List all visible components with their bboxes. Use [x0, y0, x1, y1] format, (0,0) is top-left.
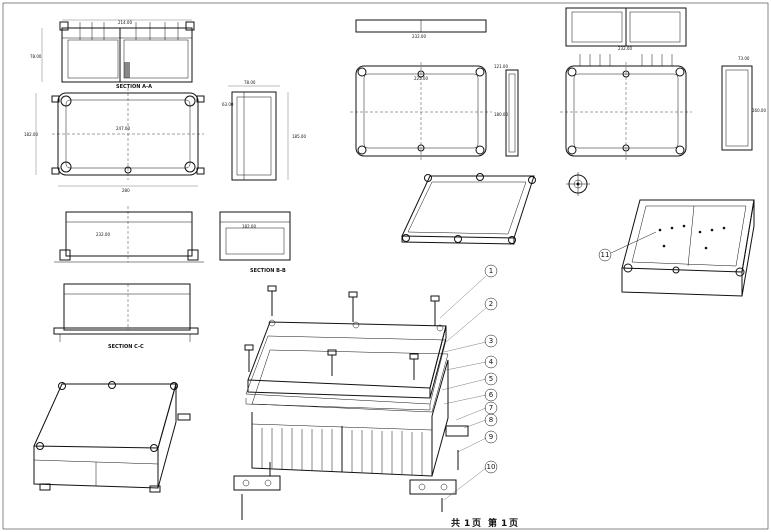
dim-side-a: 78.00 [244, 80, 256, 85]
dim-side-c: 185.00 [292, 134, 306, 139]
view-front-plan: 247.00 182.00 280 [24, 88, 205, 193]
part-callout-2: 2 [489, 300, 493, 308]
view-base-top: 232.00 73.00 160.00 [560, 7, 766, 196]
dim-sec-bb-width: 182.00 [242, 224, 256, 229]
part-callout-9: 9 [489, 433, 493, 441]
dim-lid-h2: 180.00 [494, 112, 508, 117]
dim-base-side: 73.00 [738, 56, 750, 61]
view-side: 78.00 63.00 185.00 [222, 80, 306, 181]
section-c-c-label: SECTION C-C [108, 344, 144, 350]
view-section-c-c: SECTION C-C [53, 283, 199, 350]
exploded-assembly: 1 2 3 4 5 6 7 8 9 10 [233, 264, 498, 520]
footer-total: 共 [451, 517, 460, 529]
footer-total-count: 1 [464, 519, 470, 529]
dim-sec-cc-width: 232.00 [96, 232, 110, 237]
iso-closed-enclosure [33, 381, 191, 493]
dim-front-overall: 280 [122, 188, 130, 193]
footer-total-unit: 页 [472, 518, 481, 529]
part-callout-5: 5 [489, 375, 493, 383]
dim-lid-h1: 121.00 [494, 64, 508, 69]
dim-front-width: 247.00 [116, 126, 130, 131]
iso-lid [401, 173, 536, 245]
part-callout-8: 8 [489, 416, 493, 424]
section-a-a-label: SECTION A-A [116, 84, 152, 90]
dim-top-height: 78.00 [30, 54, 42, 59]
dim-side-b: 63.00 [222, 102, 234, 107]
part-callout-6: 6 [489, 391, 494, 399]
dim-base-side2: 160.00 [752, 108, 766, 113]
iso-base: 11 [598, 199, 755, 297]
part-callout-7: 7 [489, 404, 493, 412]
dim-lid-width: 232.00 [412, 34, 426, 39]
part-callout-1: 1 [489, 267, 493, 275]
svg-text:11: 11 [601, 251, 610, 259]
part-callout-4: 4 [489, 358, 494, 366]
section-b-b-label: SECTION B-B [250, 268, 286, 274]
page-footer: 共 1 页 第 1 页 [451, 517, 518, 529]
footer-page-label: 第 [488, 517, 497, 529]
part-callout-3: 3 [489, 337, 493, 345]
part-callout-11 [598, 248, 612, 262]
dim-top-width: 214.00 [118, 20, 132, 25]
dim-lid-inner: 225.00 [414, 76, 428, 81]
dim-base-width: 232.00 [618, 46, 632, 51]
part-callout-10: 10 [487, 463, 496, 471]
dim-front-height: 182.00 [24, 132, 38, 137]
footer-page-unit: 页 [509, 518, 518, 529]
view-section-middle: 232.00 [54, 206, 204, 263]
footer-page-number: 1 [501, 519, 507, 529]
view-section-b-b: 182.00 SECTION B-B [219, 211, 291, 274]
view-lid-top: 232.00 225.00 121.00 180.00 [350, 19, 519, 162]
view-top-section: 214.00 78.00 SECTION A-A [30, 19, 195, 90]
